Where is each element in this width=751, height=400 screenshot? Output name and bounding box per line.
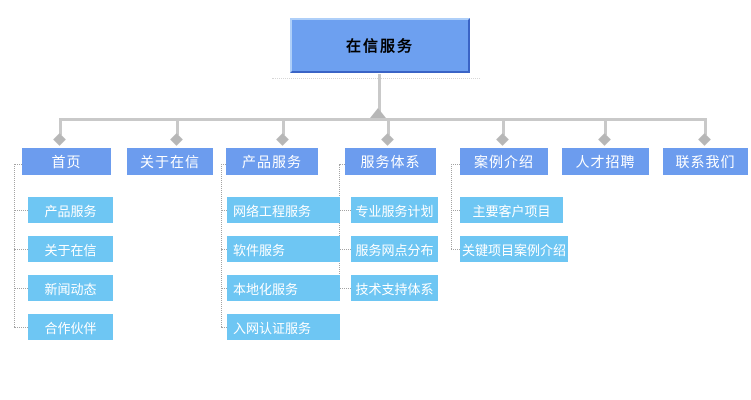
subnav-node[interactable]: 产品服务 xyxy=(28,197,113,223)
nav-node-label: 首页 xyxy=(51,154,82,171)
subnav-node-label: 网络工程服务 xyxy=(233,204,312,220)
subnav-node-label: 主要客户项目 xyxy=(472,204,551,220)
drop-line xyxy=(387,121,390,135)
branch-parent-stub xyxy=(221,164,226,165)
drop-line xyxy=(59,121,62,135)
branch-child-stub xyxy=(14,210,28,211)
subnav-node[interactable]: 合作伙伴 xyxy=(28,314,113,340)
diamond-marker-icon xyxy=(598,133,611,146)
branch-parent-stub xyxy=(451,164,460,165)
root-node[interactable]: 在信服务 xyxy=(290,18,470,73)
diamond-marker-icon xyxy=(698,133,711,146)
nav-node-label: 案例介绍 xyxy=(474,154,534,171)
branch-child-stub xyxy=(451,210,460,211)
nav-node-label: 服务体系 xyxy=(360,154,421,171)
branch-child-stub xyxy=(221,288,227,289)
branch-parent-stub xyxy=(14,164,22,165)
subnav-node-label: 关于在信 xyxy=(44,243,97,259)
branch-child-stub xyxy=(339,249,351,250)
nav-node-label: 人才招聘 xyxy=(575,154,636,171)
subnav-node[interactable]: 关于在信 xyxy=(28,236,113,262)
subnav-node-label: 软件服务 xyxy=(233,243,286,259)
root-underline-dotted xyxy=(272,78,480,79)
diamond-marker-icon xyxy=(276,133,289,146)
drop-line xyxy=(604,121,607,135)
subnav-node-label: 产品服务 xyxy=(44,204,97,220)
diamond-marker-icon xyxy=(381,133,394,146)
drop-line xyxy=(282,121,285,135)
subnav-node-label: 入网认证服务 xyxy=(233,321,312,337)
subnav-node[interactable]: 专业服务计划 xyxy=(351,197,438,223)
subnav-node[interactable]: 主要客户项目 xyxy=(460,197,563,223)
nav-node[interactable]: 人才招聘 xyxy=(562,148,649,175)
subnav-node-label: 本地化服务 xyxy=(233,282,299,298)
branch-parent-stub xyxy=(339,164,345,165)
subnav-node-label: 专业服务计划 xyxy=(355,204,434,220)
drop-line xyxy=(502,121,505,135)
subnav-node[interactable]: 技术支持体系 xyxy=(351,275,438,301)
nav-node[interactable]: 联系我们 xyxy=(663,148,748,175)
nav-node[interactable]: 案例介绍 xyxy=(460,148,548,175)
nav-node[interactable]: 服务体系 xyxy=(345,148,436,175)
nav-node-label: 联系我们 xyxy=(675,154,736,171)
subnav-node[interactable]: 服务网点分布 xyxy=(351,236,438,262)
branch-child-stub xyxy=(339,288,351,289)
subnav-node-label: 技术支持体系 xyxy=(355,282,434,298)
branch-child-stub xyxy=(221,249,227,250)
root-stem-line xyxy=(378,74,381,118)
subnav-node-label: 服务网点分布 xyxy=(355,243,434,259)
drop-line xyxy=(176,121,179,135)
branch-trunk-line xyxy=(221,164,222,327)
up-arrow-icon xyxy=(370,108,386,118)
branch-trunk-line xyxy=(339,164,340,288)
drop-line xyxy=(704,121,707,135)
subnav-node[interactable]: 新闻动态 xyxy=(28,275,113,301)
branch-child-stub xyxy=(221,327,227,328)
nav-node-label: 产品服务 xyxy=(242,154,302,171)
nav-node[interactable]: 产品服务 xyxy=(226,148,318,175)
branch-trunk-line xyxy=(14,164,15,327)
branch-child-stub xyxy=(14,327,28,328)
diamond-marker-icon xyxy=(496,133,509,146)
subnav-node-label: 关键项目案例介绍 xyxy=(461,243,566,259)
nav-node-label: 关于在信 xyxy=(140,154,200,171)
root-node-label: 在信服务 xyxy=(345,37,414,55)
subnav-node[interactable]: 关键项目案例介绍 xyxy=(460,236,568,262)
diamond-marker-icon xyxy=(170,133,183,146)
branch-child-stub xyxy=(451,249,460,250)
subnav-node-label: 合作伙伴 xyxy=(44,321,97,337)
bus-line xyxy=(59,118,707,121)
subnav-node[interactable]: 本地化服务 xyxy=(227,275,340,301)
branch-child-stub xyxy=(14,288,28,289)
nav-node[interactable]: 首页 xyxy=(22,148,111,175)
subnav-node[interactable]: 软件服务 xyxy=(227,236,340,262)
branch-child-stub xyxy=(221,210,227,211)
branch-trunk-line xyxy=(451,164,452,249)
nav-node[interactable]: 关于在信 xyxy=(127,148,213,175)
subnav-node[interactable]: 入网认证服务 xyxy=(227,314,340,340)
branch-child-stub xyxy=(339,210,351,211)
subnav-node[interactable]: 网络工程服务 xyxy=(227,197,340,223)
subnav-node-label: 新闻动态 xyxy=(44,282,97,298)
branch-child-stub xyxy=(14,249,28,250)
diamond-marker-icon xyxy=(53,133,66,146)
